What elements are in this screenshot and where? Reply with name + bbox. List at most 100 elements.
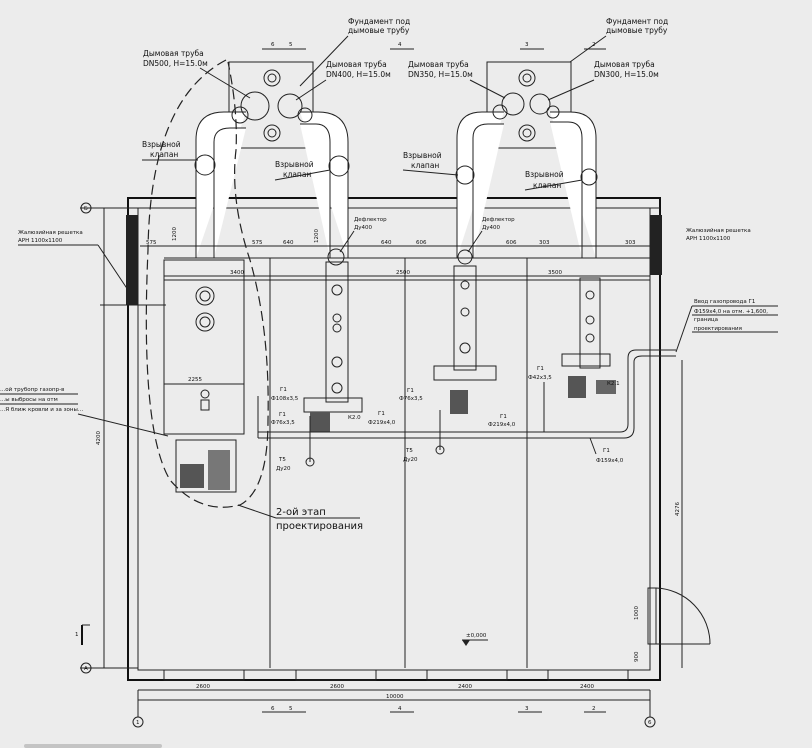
svg-text:...ы выбросы на отм: ...ы выбросы на отм [0, 397, 58, 403]
pipe-label-g1-219b: Г1 Ф219х4,0 [488, 414, 516, 428]
svg-text:DN500, H=15.0м: DN500, H=15.0м [143, 59, 208, 68]
svg-text:Взрывной: Взрывной [275, 160, 314, 169]
svg-text:Дефлектор: Дефлектор [482, 217, 515, 223]
pipe-label-g1-219a: Г1 Ф219х4,0 [368, 411, 396, 426]
svg-text:4: 4 [398, 42, 402, 48]
svg-text:Дымовая труба: Дымовая труба [143, 49, 204, 58]
pipe-label-k2: К2.0 К2.1 [348, 381, 620, 421]
svg-text:3400: 3400 [230, 270, 244, 276]
svg-text:303: 303 [539, 240, 550, 246]
svg-text:Г1: Г1 [537, 366, 544, 372]
svg-text:5: 5 [289, 706, 293, 712]
label-foundation-left: Фундамент под дымовые трубу [299, 17, 410, 87]
label-foundation-right: Фундамент под дымовые трубу [569, 17, 668, 63]
svg-text:2400: 2400 [580, 684, 594, 690]
axis-bottom: 6 5 4 3 2 [262, 706, 606, 713]
pipe-label-g1-42: Г1 Ф42х3,5 [528, 366, 552, 381]
svg-text:АРН 1100х1100: АРН 1100х1100 [686, 236, 731, 242]
grille-left-label: Жалюзийная решетка АРН 1100х1100 [18, 229, 129, 291]
mid-dims: 575 575 640 640 606 606 303 303 1200 120… [140, 227, 650, 383]
svg-text:клапан: клапан [533, 181, 561, 190]
svg-text:Дымовая труба: Дымовая труба [594, 60, 655, 69]
svg-text:Ф42х3,5: Ф42х3,5 [528, 375, 552, 381]
svg-text:10000: 10000 [386, 694, 404, 700]
svg-text:Взрывной: Взрывной [142, 140, 181, 149]
svg-text:4200: 4200 [96, 431, 102, 445]
svg-text:Дефлектор: Дефлектор [354, 217, 387, 223]
svg-text:Ф76х3,5: Ф76х3,5 [271, 420, 295, 426]
svg-text:граница: граница [694, 317, 718, 323]
svg-text:клапан: клапан [283, 170, 311, 179]
level-mark: ±0,000 [462, 633, 488, 646]
label-flue-dn400: Дымовая труба DN400, H=15.0м [295, 60, 391, 101]
boiler-1 [163, 259, 245, 493]
pipe-label-t5b: Т5 Ду20 [403, 448, 418, 463]
horizontal-scrollbar[interactable] [24, 744, 162, 748]
svg-text:575: 575 [252, 240, 263, 246]
svg-text:Ввод газопровода Г1: Ввод газопровода Г1 [694, 299, 755, 305]
svg-text:Г1: Г1 [279, 412, 286, 418]
svg-text:2500: 2500 [396, 270, 410, 276]
svg-text:303: 303 [625, 240, 636, 246]
svg-text:DN300, H=15.0м: DN300, H=15.0м [594, 70, 659, 79]
boiler-4 [561, 277, 616, 398]
svg-text:Б: Б [84, 206, 88, 212]
label-deflector-1: Дефлектор Ду400 [339, 217, 387, 253]
flue-pipe-dn500 [194, 91, 270, 258]
flue-pipe-dn300 [529, 93, 598, 258]
foundation-right [486, 61, 572, 149]
axis-circles: Б А 1 6 [80, 202, 656, 728]
pipe-label-t5a: Т5 Ду20 [276, 457, 291, 472]
svg-text:Г1: Г1 [280, 387, 287, 393]
floor-vents [163, 669, 629, 681]
svg-text:Г1: Г1 [500, 414, 507, 420]
svg-text:Ду20: Ду20 [403, 457, 418, 463]
svg-text:дымовые трубу: дымовые трубу [606, 26, 668, 35]
svg-text:Фундамент под: Фундамент под [348, 17, 410, 26]
top-dim-right: 3 2 [520, 42, 606, 50]
label-flue-dn500: Дымовая труба DN500, H=15.0м [143, 49, 251, 99]
svg-text:Г1: Г1 [407, 388, 414, 394]
flue-pipe-dn400 [277, 93, 350, 266]
svg-text:4276: 4276 [675, 502, 681, 516]
gas-main [257, 349, 676, 467]
svg-text:640: 640 [381, 240, 392, 246]
svg-text:проектирования: проектирования [694, 326, 742, 332]
grille-right-label: Жалюзийная решетка АРН 1100х1100 [686, 227, 751, 242]
svg-text:проектирования: проектирования [276, 521, 363, 532]
svg-text:3: 3 [525, 706, 529, 712]
svg-text:клапан: клапан [411, 161, 439, 170]
svg-text:2600: 2600 [330, 684, 344, 690]
svg-text:DN350, H=15.0м: DN350, H=15.0м [408, 70, 473, 79]
svg-text:АРН 1100х1100: АРН 1100х1100 [18, 238, 63, 244]
label-flue-dn350: Дымовая труба DN350, H=15.0м [408, 60, 506, 99]
svg-text:Т5: Т5 [278, 457, 286, 463]
svg-text:±0,000: ±0,000 [466, 633, 487, 639]
svg-text:...Я ближ кровли и за зоны...: ...Я ближ кровли и за зоны... [0, 407, 83, 413]
building-outline [80, 197, 661, 681]
svg-text:К2.1: К2.1 [607, 381, 620, 387]
pipe-label-g1-159: Г1 Ф159х4,0 [589, 437, 624, 464]
label-stage-two: 2-ой этап проектирования [237, 504, 363, 532]
svg-text:Фундамент под: Фундамент под [606, 17, 668, 26]
svg-text:Т5: Т5 [405, 448, 413, 454]
svg-text:3: 3 [525, 42, 529, 48]
svg-text:2: 2 [592, 706, 596, 712]
svg-text:6: 6 [271, 706, 275, 712]
label-left-note: ...ой трубопр газопр-в ...ы выбросы на о… [0, 386, 169, 437]
label-valve-4: Взрывной клапан [524, 170, 583, 191]
top-dim-left: 6 5 4 [262, 42, 414, 50]
label-valve-1: Взрывной клапан [142, 140, 198, 161]
bottom-dims: 2600 2600 2400 2400 10000 [138, 684, 650, 701]
svg-text:2: 2 [592, 42, 596, 48]
door [647, 587, 711, 645]
svg-text:606: 606 [416, 240, 427, 246]
svg-text:клапан: клапан [150, 150, 178, 159]
boiler-2 [303, 261, 363, 432]
svg-text:900: 900 [634, 651, 640, 662]
svg-text:DN400, H=15.0м: DN400, H=15.0м [326, 70, 391, 79]
svg-text:Ду400: Ду400 [482, 225, 501, 231]
svg-text:...ой трубопр газопр-в: ...ой трубопр газопр-в [0, 386, 64, 393]
svg-text:606: 606 [506, 240, 517, 246]
